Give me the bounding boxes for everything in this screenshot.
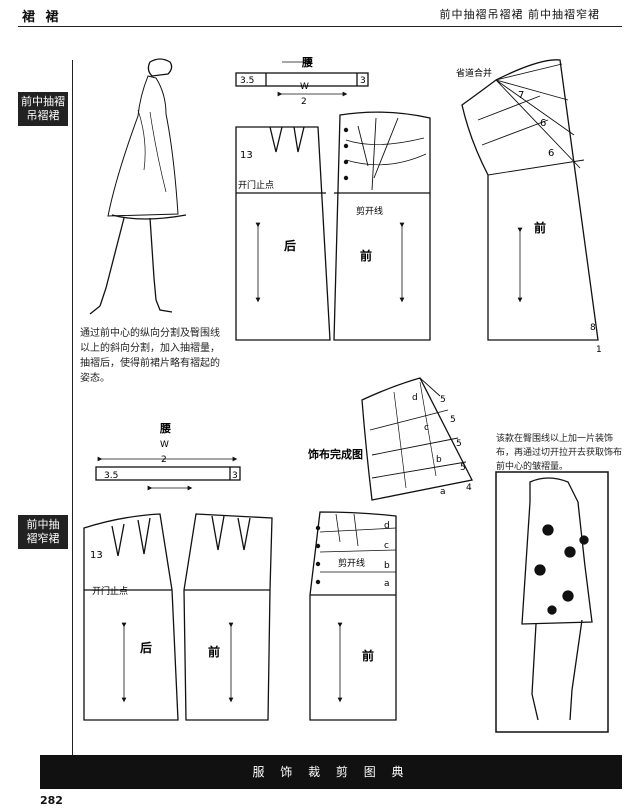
bottom-front-label: 前 [208, 644, 220, 659]
decor-v2: 5 [450, 415, 456, 425]
top-dart-length: 13 [240, 150, 253, 161]
top-overlap-label: 省道合并 [456, 67, 492, 79]
footer-banner: 服 饰 裁 剪 图 典 [40, 755, 622, 789]
top-waistband-w-den: 2 [301, 97, 307, 107]
bottom-waistband-title: 腰 [159, 422, 171, 435]
margin-rule [72, 60, 73, 756]
page-number: 282 [40, 794, 63, 807]
top-waistband-ext: 3.5 [240, 76, 254, 86]
tab-bottom-line2: 褶窄裙 [26, 532, 60, 545]
bottom-panel-b: b [384, 561, 390, 571]
header-section-title: 裙 裙 [22, 10, 62, 25]
top-front-open-label: 前 [534, 220, 546, 235]
header-rule [18, 26, 622, 27]
woman-figure-illustration [89, 58, 187, 315]
top-hem-2: 1 [596, 345, 602, 355]
decor-v1: 5 [440, 395, 446, 405]
decor-v4: 5 [460, 463, 466, 473]
decor-c: c [424, 423, 429, 433]
decor-v5: 4 [466, 483, 472, 493]
bottom-back-label: 后 [140, 640, 152, 655]
bottom-panel-a: a [384, 579, 390, 589]
bottom-dart-length: 13 [90, 550, 103, 561]
top-zipper-stop: 开门止点 [238, 179, 274, 191]
bottom-description: 该款在臀围线以上加一片装饰布，再通过切开拉开去获取饰布前中心的皱褶量。 [496, 434, 623, 472]
top-waistband-w: W [300, 82, 309, 92]
tab-bottom-style: 前中抽 褶窄裙 [18, 515, 68, 549]
bottom-front2-label: 前 [362, 648, 374, 663]
bottom-panel-d: d [384, 521, 390, 531]
bottom-waistband-w: W [160, 440, 169, 450]
bottom-panel-c: c [384, 541, 389, 551]
bottom-waistband-w-den: 2 [161, 455, 167, 465]
tab-top-style: 前中抽褶 吊褶裙 [18, 92, 68, 126]
tab-bottom-line1: 前中抽 [26, 518, 60, 531]
top-spread-1: 7 [518, 90, 524, 101]
decor-a: a [440, 487, 446, 497]
footer-title: 服 饰 裁 剪 图 典 [252, 765, 410, 779]
woman-figure-patterned [495, 471, 609, 733]
decor-b: b [436, 455, 442, 465]
bottom-waistband-ext: 3.5 [104, 471, 118, 481]
bottom-cut-line: 剪开线 [338, 557, 365, 569]
top-description: 通过前中心的纵向分割及臀围线以上的斜向分割，加入抽褶量，抽褶后，使得前裙片略有褶… [80, 328, 220, 384]
top-waistband-end: 3 [360, 76, 366, 86]
top-spread-3: 6 [548, 148, 554, 159]
tab-top-line1: 前中抽褶 [21, 95, 65, 108]
bottom-zipper-stop: 开门止点 [92, 585, 128, 597]
top-waistband-title: 腰 [301, 56, 313, 69]
bottom-waistband-end: 3 [232, 471, 238, 481]
decor-v3: 5 [456, 439, 462, 449]
top-front-label: 前 [360, 248, 372, 263]
top-cut-line: 剪开线 [356, 205, 383, 217]
header-page-title: 前中抽褶吊褶裙 前中抽褶窄裙 [439, 8, 600, 21]
top-hem-1: 8 [590, 323, 596, 333]
top-back-label: 后 [284, 238, 296, 253]
decor-d: d [412, 393, 418, 403]
tab-top-line2: 吊褶裙 [26, 109, 60, 122]
top-spread-2: 6 [540, 118, 546, 129]
decor-title: 饰布完成图 [308, 447, 363, 461]
